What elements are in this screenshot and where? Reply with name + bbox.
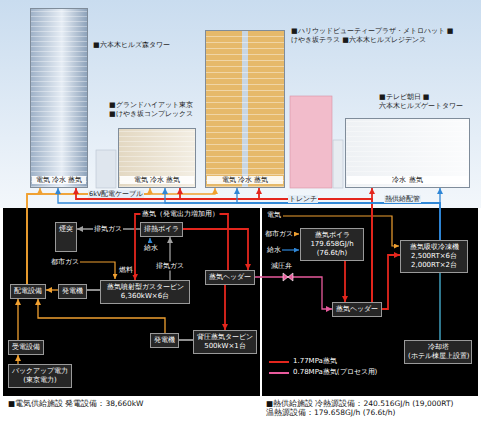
turbine-box: 蒸気噴射型ガスタービン 6,360kW×6台: [100, 280, 190, 304]
boiler-box: 蒸気ボイラ 179.658GJ/h (76.6t/h): [300, 228, 364, 261]
connector: [58, 188, 440, 240]
connector: [382, 255, 400, 309]
flow-label: 排気ガス: [93, 225, 123, 234]
legend-line: [269, 361, 289, 363]
connector: [371, 188, 373, 302]
equipment-label: 受電設備: [12, 343, 40, 352]
connector: [17, 355, 18, 364]
panel-ground: [3, 208, 260, 396]
facility-panel: 煙突排熱ボイラ蒸気噴射型ガスタービン 6,360kW×6台発電機蒸気ヘッダー背圧…: [3, 208, 260, 396]
facility-caption: ■熱供給施設 冷熱源設備：240.516GJ/h (19,000RT) 温熱源設…: [266, 399, 478, 417]
panel-ground: [262, 208, 478, 396]
equipment-label: 蒸気ヘッダー: [209, 273, 251, 282]
note-label: 減圧弁: [270, 262, 293, 271]
gas-pipe: [80, 262, 115, 279]
background-building: [333, 140, 343, 188]
header-box: 蒸気ヘッダー: [205, 270, 255, 285]
building-name: ■グランドハイアット東京 ■けやき坂コンプレックス: [109, 101, 201, 119]
facility-panel: 蒸気ボイラ 179.658GJ/h (76.6t/h) 蒸気ヘッダー冷却塔 (ホテ…: [262, 208, 478, 396]
boiler-box: 排熱ボイラ: [140, 222, 183, 237]
background-building: [96, 150, 116, 188]
legend-text: 0.78MPa蒸気(プロセス用): [293, 368, 377, 377]
generator-box: 発電機: [150, 333, 179, 348]
equipment-label: 蒸気噴射型ガスタービン 6,360kW×6台: [104, 283, 186, 301]
legend-text: 1.77MPa蒸気: [293, 357, 337, 366]
equipment-label: 煙突: [59, 225, 73, 234]
connector: [169, 237, 170, 280]
connector: [27, 188, 40, 284]
supply-label: 冷水 蒸気: [347, 176, 468, 184]
note-label: 給水: [266, 246, 282, 255]
pink-building: [290, 96, 332, 188]
equipment-label: 蒸気ヘッダー: [336, 305, 378, 314]
water-pipe: [282, 249, 299, 250]
note-label: 燃料: [118, 266, 134, 275]
connector: [179, 339, 193, 340]
building: ■六本木ヒルズ森タワー電気 冷水 蒸気: [30, 8, 88, 188]
note-label: 給水: [143, 244, 159, 253]
flow-label: 排気ガス: [155, 262, 185, 271]
sky: [0, 0, 481, 208]
legend-sample: [268, 370, 290, 376]
connector: [76, 188, 372, 302]
connector: [46, 289, 58, 290]
chimney: 煙突: [55, 222, 77, 252]
building: ■グランドハイアット東京 ■けやき坂コンプレックス電気 冷水 蒸気: [118, 128, 196, 188]
note-label: 都市ガス: [50, 258, 80, 267]
valve-symbol: [283, 273, 293, 281]
legend-row: 1.77MPa蒸気: [268, 356, 377, 367]
supply-label: 電気 冷水 蒸気: [32, 176, 86, 184]
supply-label: 電気 冷水 蒸気: [207, 176, 283, 184]
generator-box: 発電機: [58, 284, 87, 299]
note-label: 電気: [266, 211, 282, 220]
equipment-label: 排熱ボイラ: [144, 225, 179, 234]
connector: [38, 299, 165, 333]
connector: [255, 277, 332, 309]
supply-label: 電気 冷水 蒸気: [120, 176, 194, 184]
equipment-label: 配電設備: [14, 287, 42, 296]
note-label: 6kV配電ケーブル: [88, 190, 144, 198]
legend-line: [269, 372, 289, 374]
building-name: ■ハリウッドビューティープラザ・メトロハット ■けやき坂テラス ■六本木ヒルズレ…: [291, 27, 456, 45]
note-label: 都市ガス: [264, 230, 294, 239]
equipment-label: バックアップ電力 (東京電力): [12, 367, 68, 385]
facility-caption: ■電気供給施設 発電設備：38,660kW: [8, 399, 238, 408]
connector: [439, 188, 440, 240]
legend-sample: [268, 359, 290, 365]
equipment-label: 冷却塔 (ホテル棟屋上設置): [408, 343, 468, 361]
header-box: 蒸気ヘッダー: [332, 302, 382, 317]
connector: [439, 273, 440, 340]
legend-row: 0.78MPa蒸気(プロセス用): [268, 367, 377, 378]
grid-box: バックアップ電力 (東京電力): [8, 364, 72, 388]
building-name: ■テレビ朝日 ■六本木ヒルズゲートタワー: [379, 93, 479, 111]
substation-box: 受電設備: [8, 340, 44, 355]
connector: [259, 188, 372, 302]
equipment-label: 背圧蒸気タービン 500kW×1台: [197, 333, 253, 351]
building: ■ハリウッドビューティープラザ・メトロハット ■けやき坂テラス ■六本木ヒルズレ…: [205, 30, 285, 188]
turbine-box: 背圧蒸気タービン 500kW×1台: [193, 330, 257, 354]
equipment-label: 発電機: [154, 336, 175, 345]
building-name: ■六本木ヒルズ森タワー: [93, 41, 183, 50]
legend: 1.77MPa蒸気 0.78MPa蒸気(プロセス用): [268, 356, 377, 378]
connector: [183, 229, 248, 270]
equipment-label: 蒸気吸収冷凍機 2,500RT×6台 2,000RT×2台: [404, 243, 464, 270]
gas-pipe: [294, 233, 299, 234]
connector: [180, 188, 372, 302]
equipment-label: 蒸気ボイラ 179.658GJ/h (76.6t/h): [304, 231, 360, 258]
note-label: 熱供給配管: [384, 195, 421, 203]
cooling-tower-box: 冷却塔 (ホテル棟屋上設置): [404, 340, 472, 364]
connector: [17, 299, 18, 340]
chiller-box: 蒸気吸収冷凍機 2,500RT×6台 2,000RT×2台: [400, 240, 468, 273]
switchgear-box: 配電設備: [10, 284, 46, 299]
note-label: トレンチ: [288, 195, 318, 203]
flow-label: 蒸気（発電出力増加用）: [141, 210, 220, 219]
connector: [87, 289, 100, 290]
equipment-label: 発電機: [62, 287, 83, 296]
connector: [224, 285, 226, 330]
water-pipe: [149, 238, 150, 243]
building: ■テレビ朝日 ■六本木ヒルズゲートタワー冷水 蒸気: [345, 118, 470, 188]
connector: [344, 261, 346, 302]
